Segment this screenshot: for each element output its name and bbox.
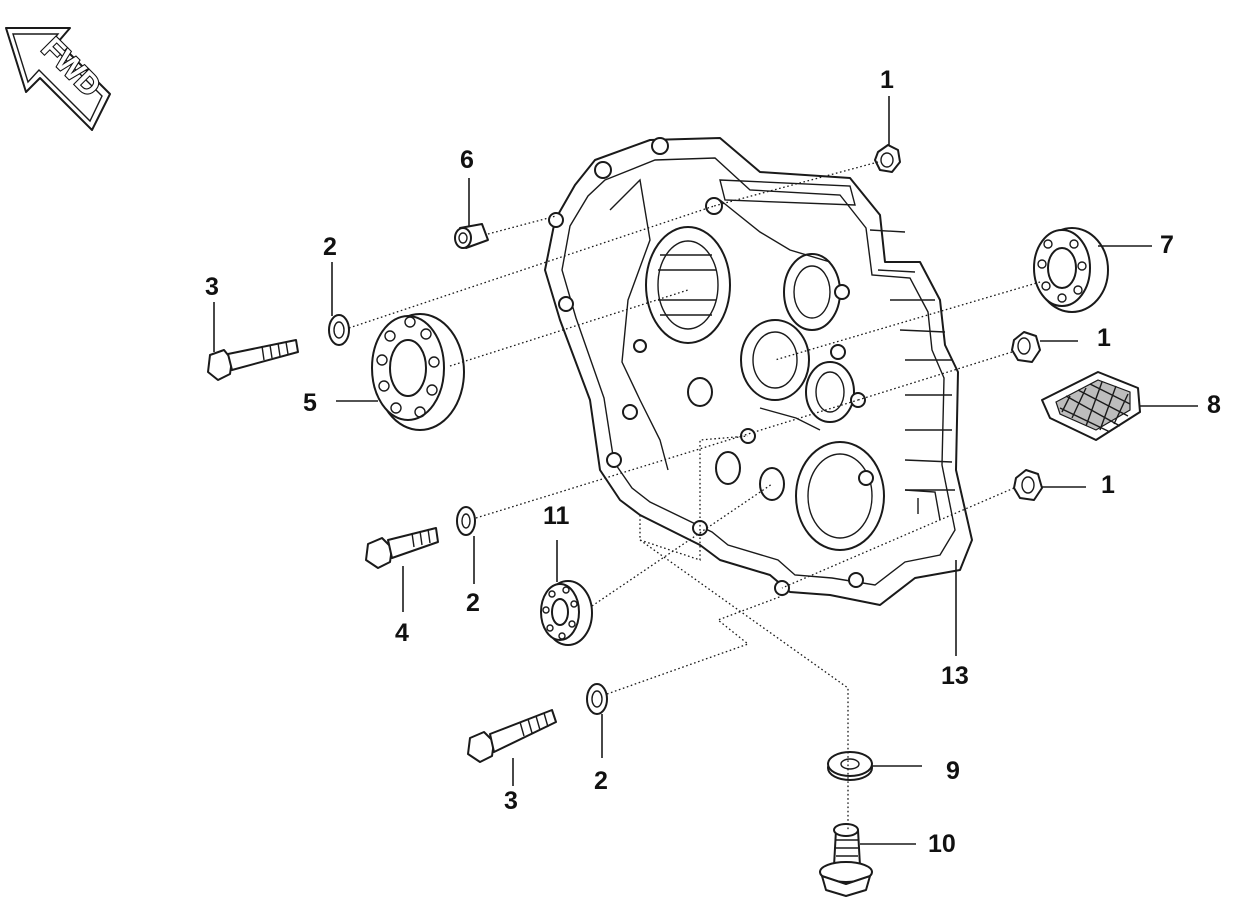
callout-3-lower: 3: [504, 787, 518, 815]
callout-7: 7: [1160, 231, 1174, 259]
assembly-lines: [348, 161, 1041, 830]
callout-11: 11: [543, 502, 570, 530]
washer-9: [827, 751, 873, 781]
callout-2-upper: 2: [323, 233, 337, 261]
callout-1-top: 1: [880, 66, 894, 94]
bolt-4: [365, 527, 439, 569]
callout-6: 6: [460, 146, 474, 174]
crankcase-half: [544, 137, 973, 606]
washer-2-mid: [456, 506, 476, 536]
callout-3-upper: 3: [205, 273, 219, 301]
bearing-7: [1033, 227, 1109, 313]
callout-2-lower: 2: [594, 767, 608, 795]
dowel-pin-6: [454, 223, 489, 249]
leader-lines: [213, 96, 1198, 845]
nut-1-top: [874, 144, 901, 173]
callout-4: 4: [395, 619, 409, 647]
callout-labels: 1 6 2 3 7 1 5 8 1 11 4 2 13 2 3 9 10: [205, 66, 1221, 858]
fwd-arrow-icon: FWD: [5, 27, 111, 131]
bearing-5: [371, 313, 465, 431]
bolt-3-lower: [467, 709, 557, 763]
callout-2-mid: 2: [466, 589, 480, 617]
callout-8: 8: [1207, 391, 1221, 419]
nut-1-mid: [1011, 331, 1041, 363]
callout-1-mid: 1: [1097, 324, 1111, 352]
callout-1-lower: 1: [1101, 471, 1115, 499]
bearing-11: [540, 580, 593, 646]
callout-9: 9: [946, 757, 960, 785]
drain-bolt-10: [819, 823, 873, 897]
screen-gasket-8: [1041, 371, 1141, 441]
washer-2-upper: [328, 314, 350, 346]
callout-10: 10: [928, 830, 956, 858]
callout-13: 13: [941, 662, 969, 690]
bolt-3-upper: [207, 339, 299, 381]
callout-5: 5: [303, 389, 317, 417]
nut-1-lower: [1013, 469, 1043, 501]
washer-2-lower: [586, 683, 608, 715]
